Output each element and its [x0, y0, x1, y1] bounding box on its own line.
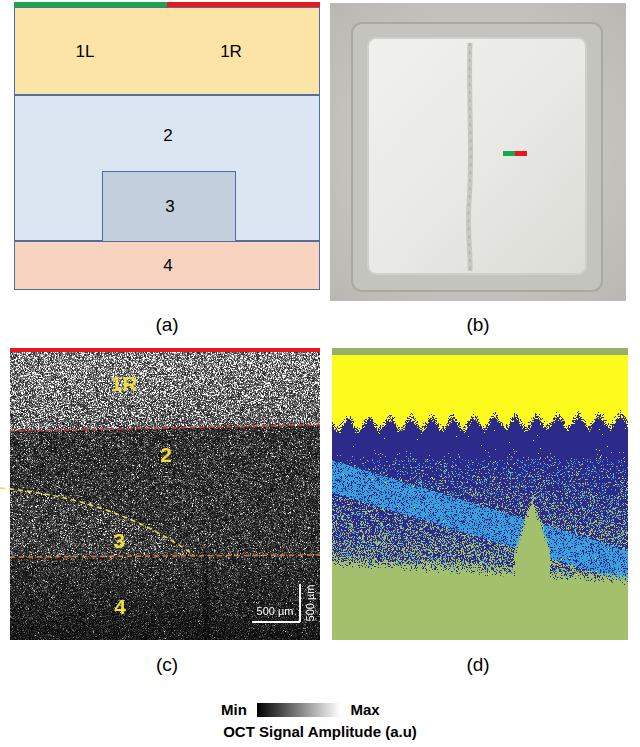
region-box: 4	[14, 241, 320, 290]
region-label: 1R	[220, 43, 242, 62]
oct-overlay-lines	[0, 348, 322, 640]
panel-letter: (a)	[155, 315, 178, 336]
panel-letter: (d)	[466, 655, 489, 676]
region-box: 1L 1R	[14, 7, 320, 95]
layer-label: 4	[114, 595, 126, 618]
colorbar	[250, 700, 350, 720]
sample-photo	[330, 3, 626, 301]
segmentation-map	[332, 348, 628, 640]
region-label: 3	[165, 198, 174, 217]
layer-label: 1R	[111, 372, 138, 395]
colorbar-min: Min	[221, 702, 247, 719]
region-box: 23	[14, 95, 320, 241]
region-label: 4	[163, 257, 172, 276]
panel-letter: (c)	[156, 655, 178, 676]
scale-bar-label: 500 µm	[257, 605, 294, 617]
oct-bscan-image	[10, 348, 320, 640]
region-label: 2	[163, 127, 172, 146]
region-box: 3	[102, 171, 236, 242]
colorbar-max: Max	[350, 702, 379, 719]
colorbar-title: OCT Signal Amplitude (a.u)	[223, 724, 417, 741]
layer-label: 2	[160, 443, 172, 466]
scale-bar-label: 500 µm	[304, 585, 316, 622]
panel-letter: (b)	[466, 315, 489, 336]
region-label: 1L	[76, 43, 95, 62]
layer-label: 3	[113, 529, 125, 552]
